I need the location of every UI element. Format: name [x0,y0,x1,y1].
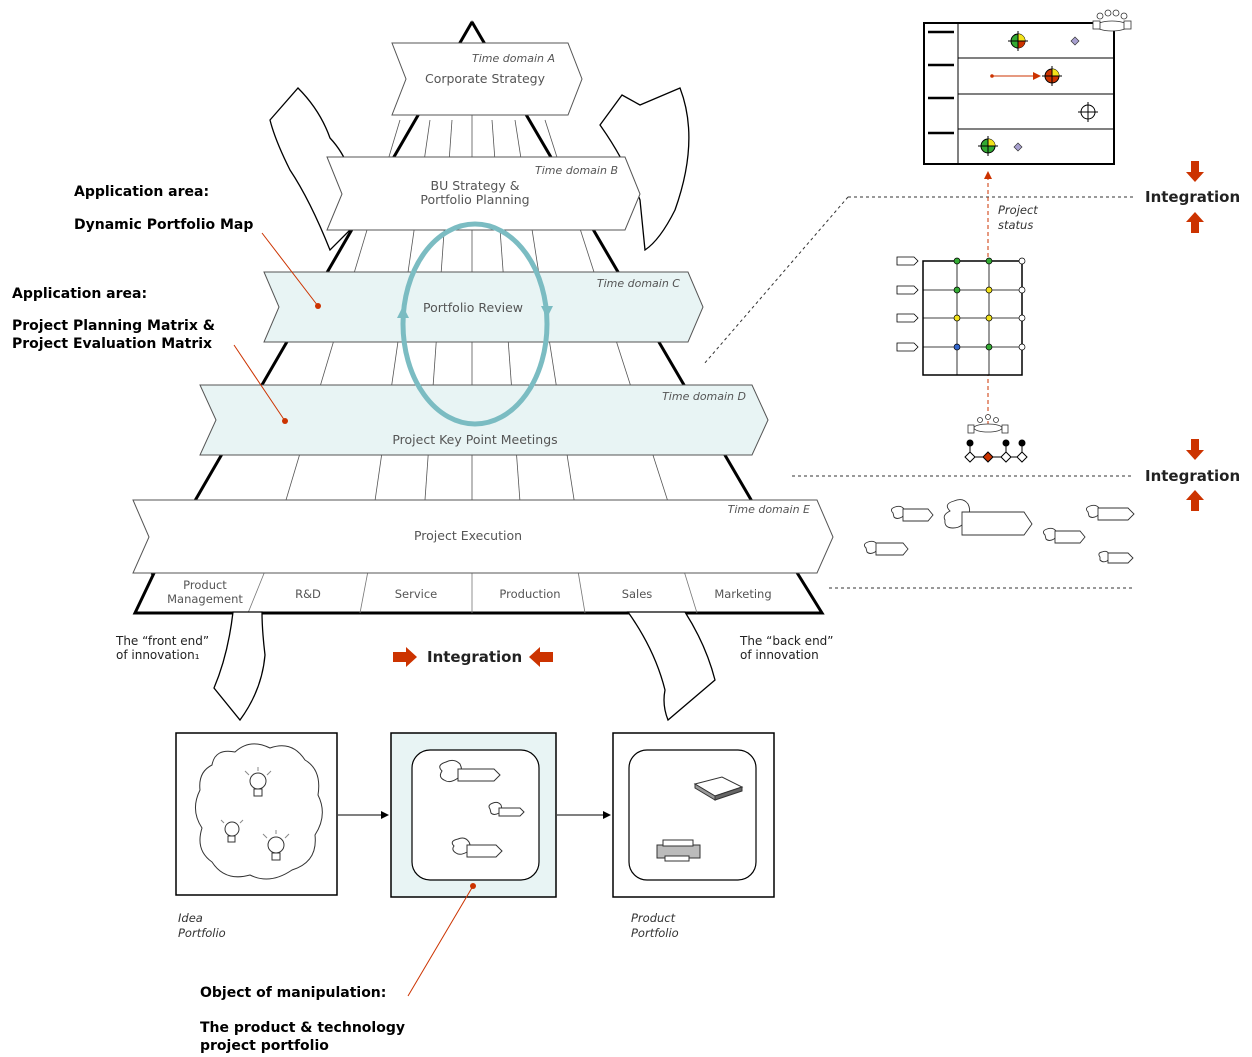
function-product-management-line1: Product [183,578,227,592]
band-b-label-line2: Portfolio Planning [420,192,529,207]
key-point-meeting-icon [968,415,1008,434]
integration-label: Integration [427,648,522,666]
idea-cloud [195,744,322,879]
project-portfolio-box [391,733,556,897]
pointer-dot [282,418,288,424]
integration-vertical-upper: Integration [1145,161,1240,233]
application-area-1-name: Dynamic Portfolio Map [74,217,253,233]
project-planning-matrix [897,257,1025,375]
time-domain-e: Time domain E [728,503,810,516]
application-area-2-heading: Application area: [12,286,147,302]
pointer-dot [470,883,476,889]
project-icon [1043,528,1085,543]
object-name-line2: project portfolio [200,1038,329,1054]
band-c-label: Portfolio Review [423,300,523,315]
time-domain-d: Time domain D [662,390,746,403]
matrix-row-tags [897,257,918,351]
integration-label-upper: Integration [1145,188,1240,206]
product-portfolio-box [613,733,774,897]
integration-arrow-up-icon [1186,212,1204,233]
band-c: Time domain C Portfolio Review [264,272,703,342]
integration-arrow-up-icon [1186,490,1204,511]
integration-label-lower: Integration [1145,467,1240,485]
band-a: Time domain A Corporate Strategy [392,43,582,115]
function-rd: R&D [295,587,321,601]
function-product-management-line2: Management [167,592,243,606]
application-area-2-name-line2: Project Evaluation Matrix [12,336,212,352]
product-portfolio-label-line1: Product [631,911,676,925]
application-area-1-heading: Application area: [74,184,209,200]
project-status-line1: Project [998,203,1038,217]
application-area-2-name-line1: Project Planning Matrix & [12,318,215,334]
time-domain-b: Time domain B [535,164,618,177]
integration-arrow-down-icon [1186,161,1204,182]
integration-arrow-right-icon [393,647,417,667]
zoom-dashed-line [704,197,848,364]
band-a-label: Corporate Strategy [425,71,546,86]
idea-portfolio-label-line1: Idea [178,911,203,925]
band-d-label: Project Key Point Meetings [392,432,557,447]
front-end-line1: The “front end” [115,634,209,648]
project-icon [891,506,933,521]
dynamic-portfolio-map [924,10,1131,164]
function-sales: Sales [622,587,653,601]
back-end-line1: The “back end” [739,634,834,648]
object-name-line1: The product & technology [200,1020,405,1036]
meeting-people-icon [1093,10,1131,31]
band-e: Time domain E Project Execution [133,500,833,573]
integration-horizontal: Integration [393,647,553,667]
pointer-dot [315,303,321,309]
project-icon [944,500,1032,535]
band-b: Time domain B BU Strategy & Portfolio Pl… [327,157,640,230]
band-b-label-line1: BU Strategy & [431,178,520,193]
project-icon [1086,505,1134,520]
idea-portfolio-label-line2: Portfolio [178,926,226,940]
function-service: Service [395,587,438,601]
integration-arrow-down-icon [1186,439,1204,460]
time-domain-a: Time domain A [472,52,555,65]
function-production: Production [499,587,560,601]
idea-portfolio-box [176,733,337,895]
object-heading: Object of manipulation: [200,985,386,1001]
object-of-manipulation: Object of manipulation: The product & te… [200,883,476,1054]
back-end-line2: of innovation [740,648,819,662]
project-status-line2: status [998,218,1033,232]
band-e-label: Project Execution [414,528,522,543]
front-end-line2: of innovation₁ [116,648,200,662]
project-icon [1099,551,1133,563]
integration-arrow-left-icon [529,647,553,667]
function-marketing: Marketing [714,587,771,601]
time-domain-c: Time domain C [597,277,680,290]
product-portfolio-label-line2: Portfolio [631,926,679,940]
executing-projects [864,500,1134,563]
integration-vertical-lower: Integration [1145,439,1240,511]
milestone-chain [965,440,1027,462]
project-icon [864,541,908,555]
